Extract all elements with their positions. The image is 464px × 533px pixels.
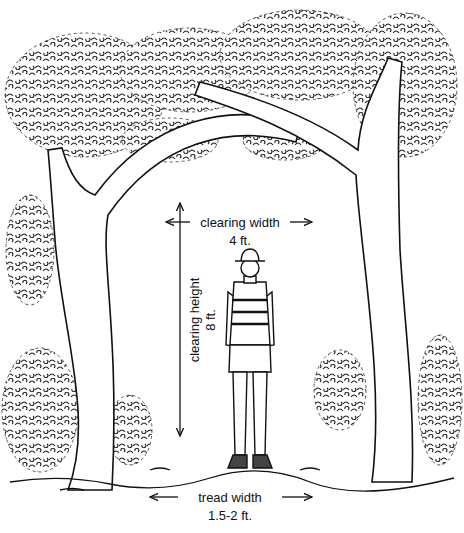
dimension-label: clearing width — [200, 215, 280, 230]
dimension-label: 8 ft. — [203, 309, 218, 331]
dimension-arrows — [150, 203, 312, 497]
ground-line — [10, 468, 454, 491]
dimension-label: 4 ft. — [229, 233, 251, 248]
dimension-label: 1.5-2 ft. — [208, 508, 252, 523]
dimension-label: tread width — [198, 490, 262, 505]
dimension-label: clearing height — [187, 278, 202, 363]
tree-trunks — [48, 58, 413, 490]
hiker-figure — [226, 249, 274, 468]
